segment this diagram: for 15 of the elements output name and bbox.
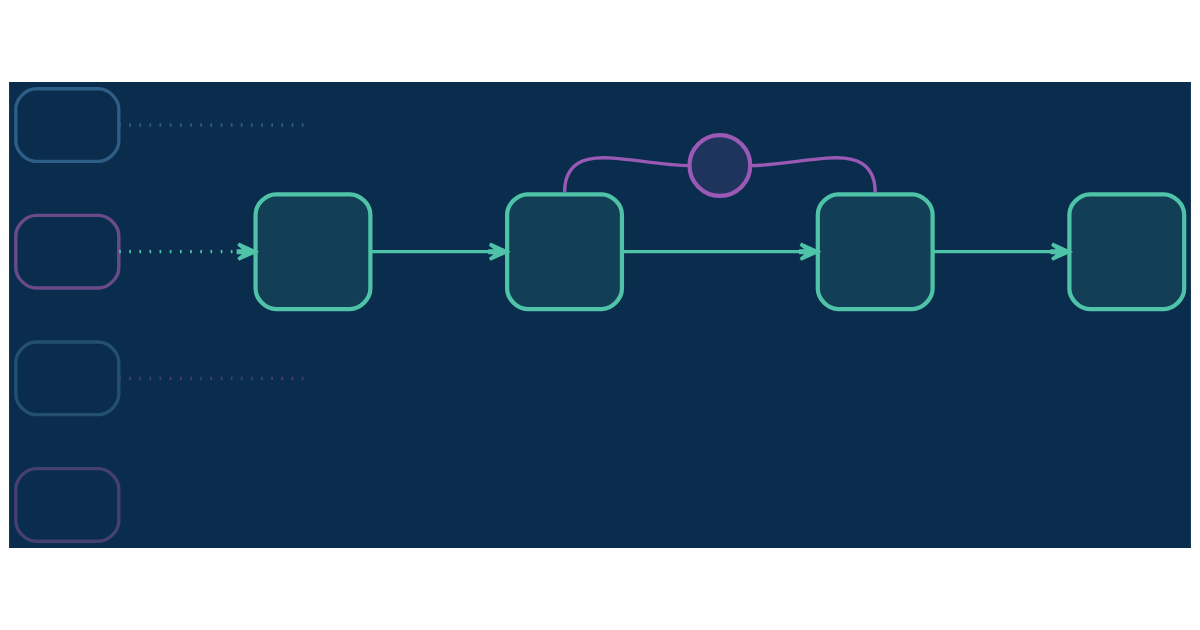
arrow [933, 242, 1071, 261]
arrow [119, 242, 257, 261]
arrow [622, 242, 820, 261]
node-box [815, 192, 935, 312]
node-bubble [14, 340, 121, 417]
node-box [253, 192, 373, 312]
node-circle [687, 133, 753, 199]
node-bubble [14, 466, 121, 543]
node-bubble [14, 87, 121, 164]
node-box [505, 192, 625, 312]
connector [750, 156, 877, 193]
arrow [371, 242, 509, 261]
node-bubble [14, 213, 121, 290]
node-box [1067, 192, 1187, 312]
connector [562, 156, 690, 193]
